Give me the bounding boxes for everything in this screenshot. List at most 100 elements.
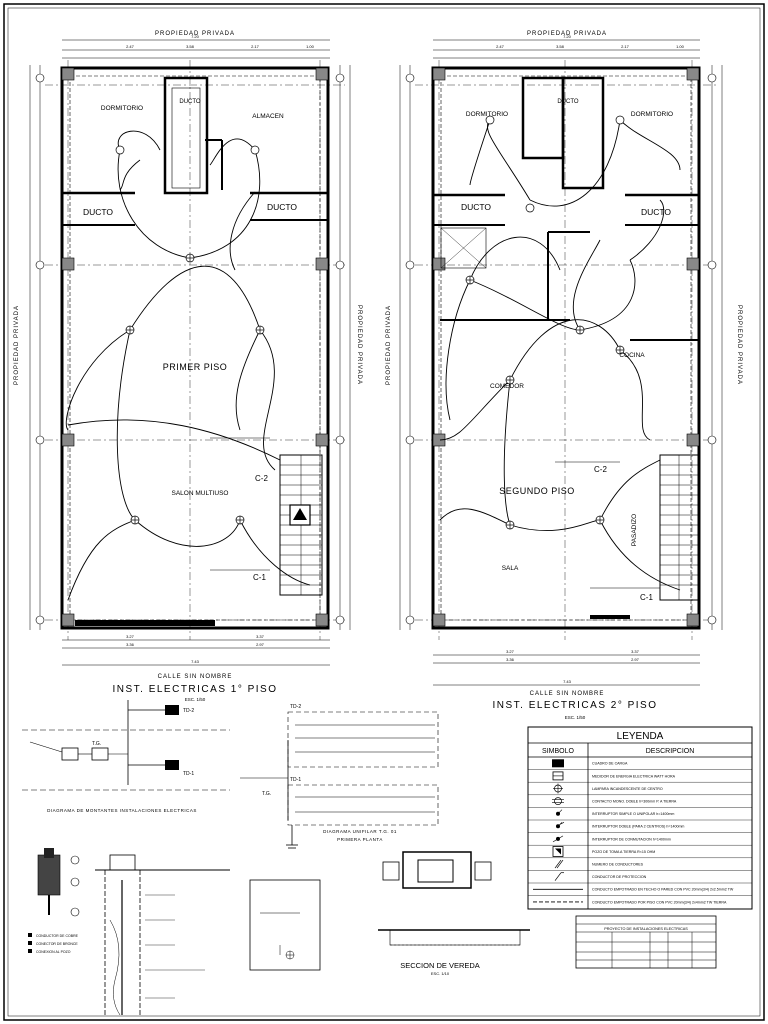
plan2-room-pasadizo: PASADIZO xyxy=(631,514,638,546)
plan2-floor-label: SEGUNDO PISO xyxy=(499,486,575,496)
plan2-dim-bottom-4: 7.43 xyxy=(563,679,572,684)
legend-description: INTERRUPTOR SIMPLE O UNIPOLAR h=1400mm xyxy=(592,812,674,816)
legend-description: INTERRUPTOR DOBLE (PARA 2 CENTROS) h=140… xyxy=(592,825,684,829)
pozo-legend-1: CONECTOR DE BRONCE xyxy=(36,942,78,946)
plan1-dim-top-2: 3.58 xyxy=(186,44,195,49)
plan2-scale: ESC. 1/50 xyxy=(565,715,586,720)
legend-symbol-switch-c-icon xyxy=(552,835,564,843)
montantes-title: DIAGRAMA DE MONTANTES INSTALACIONES ELEC… xyxy=(47,808,197,813)
plan2-room-comedor: COMEDOR xyxy=(490,383,524,390)
leyenda-title: LEYENDA xyxy=(617,731,664,742)
plan1-circuit-c2: C-2 xyxy=(255,474,268,483)
plan2-circuit-c1: C-1 xyxy=(640,593,653,602)
montantes-diagram: TD-2 TD-1 T.G. DIAGRAMA DE MONTANTES INS… xyxy=(22,700,230,813)
plan1-floor-label: PRIMER PISO xyxy=(163,362,228,372)
plan1-dim-bottom-2: 3.37 xyxy=(256,634,265,639)
legend-symbol-ground-icon xyxy=(552,846,564,857)
legend-description: CUADRO DE CARGA xyxy=(592,762,628,766)
plan1-dim-top-3: 2.17 xyxy=(251,44,260,49)
plan2-dim-top-1: 2.47 xyxy=(496,44,505,49)
legend-description: INTERRUPTOR DE CONMUTACION h=1400mm xyxy=(592,837,671,841)
title-block: PROYECTO DE INSTALACIONES ELECTRICAS xyxy=(575,915,717,969)
plan2-dim-bottom-3: 2.97 xyxy=(631,657,640,662)
unifilar-td2: TD-2 xyxy=(290,704,301,710)
plan2-room-ducto-center: DUCTO xyxy=(557,99,579,105)
plan2-dim-bottom-2: 3.37 xyxy=(631,649,640,654)
plan1-dim-top-0: 7.20 xyxy=(191,34,200,39)
plan2-top-label: PROPIEDAD PRIVADA xyxy=(527,31,607,37)
plan1-room-dormitorio: DORMITORIO xyxy=(101,105,143,112)
legend-description: CONDUCTO EMPOTRADO EN TECHO O PARED CON … xyxy=(592,888,734,892)
legend-symbol-switch-d-icon xyxy=(556,822,565,829)
legend-description: MEDIDOR DE ENERGIA ELECTRICA WATT HORA xyxy=(592,774,676,778)
caja-detail xyxy=(382,851,492,889)
legend-description: CONDUCTOR DE PROTECCION xyxy=(592,875,647,879)
vereda-title: SECCION DE VEREDA xyxy=(400,961,480,970)
unifilar-diagram: TD-2 TD-1 T.G. DIAGRAMA UNIFILAR T.G. 01… xyxy=(240,704,439,849)
plan1-scale: ESC. 1/50 xyxy=(185,697,206,702)
plan1-room-ducto-right: DUCTO xyxy=(267,202,297,212)
plan2-dim-bottom-0: 3.27 xyxy=(506,649,515,654)
plan2-room-cocina: COCINA xyxy=(619,352,645,359)
legend-description: POZO DE TOMA A TIERRA R<15 OHM xyxy=(592,850,655,854)
montantes-tg: T.G. xyxy=(92,741,101,747)
plan2-room-ducto-left: DUCTO xyxy=(461,202,491,212)
plan1-right-label: PROPIEDAD PRIVADA xyxy=(356,305,362,385)
plan2-street: CALLE SIN NOMBRE xyxy=(530,691,605,697)
plan2-dim-bottom-1: 3.36 xyxy=(506,657,515,662)
plan1-dim-top-4: 1.00 xyxy=(306,44,315,49)
montantes-td1: TD-1 xyxy=(183,771,194,777)
plan-second-floor: PROPIEDAD PRIVADA 7.20 2.47 3.58 2.17 1.… xyxy=(386,31,742,720)
plan2-room-dormitorio-left: DORMITORIO xyxy=(466,111,508,118)
legend-symbol-meter-icon xyxy=(552,771,564,781)
legend-symbol-meter-box-icon xyxy=(552,759,564,768)
plan-first-floor: PROPIEDAD PRIVADA 7.20 2.47 3.58 2.17 1.… xyxy=(14,31,362,702)
vereda-section: SECCION DE VEREDA ESC. 1/10 xyxy=(378,929,530,976)
pozo-legend-0: CONDUCTOR DE COBRE xyxy=(36,934,79,938)
legend-symbol-lamp-icon xyxy=(553,783,563,794)
unifilar-tg: T.G. xyxy=(262,791,271,797)
legend-description: CONDUCTO EMPOTRADO POR PISO CON PVC 20mm… xyxy=(592,900,727,904)
plan1-dim-bottom-1: 3.36 xyxy=(126,642,135,647)
plan1-room-almacen: ALMACEN xyxy=(252,113,284,120)
pozo-legend-2: CONEXION AL POZO xyxy=(36,950,71,954)
title-block-heading: PROYECTO DE INSTALACIONES ELECTRICAS xyxy=(604,927,688,931)
unifilar-subtitle: PRIMERA PLANTA xyxy=(337,837,383,842)
plan1-street: CALLE SIN NOMBRE xyxy=(158,674,233,680)
leyenda-rows: CUADRO DE CARGA MEDIDOR DE ENERGIA ELECTR… xyxy=(528,759,752,904)
vereda-scale: ESC. 1/10 xyxy=(431,971,450,976)
leyenda-col-desc: DESCRIPCION xyxy=(646,748,695,755)
plan1-dim-bottom-3: 2.97 xyxy=(256,642,265,647)
unifilar-td1: TD-1 xyxy=(290,777,301,783)
plan1-room-salon: SALON MULTIUSO xyxy=(172,490,229,497)
leyenda-table: LEYENDA SIMBOLO DESCRIPCION CUADRO DE CA… xyxy=(527,726,753,910)
leyenda-col-symbol: SIMBOLO xyxy=(542,748,574,755)
plan1-dim-bottom-0: 3.27 xyxy=(126,634,135,639)
plan1-dim-bottom-4: 7.43 xyxy=(191,659,200,664)
plan1-room-ducto-center: DUCTO xyxy=(179,99,201,105)
plan2-dim-top-2: 3.58 xyxy=(556,44,565,49)
plan2-dim-top-0: 7.20 xyxy=(563,34,572,39)
legend-symbol-switch-s-icon xyxy=(556,809,563,816)
plan1-top-label: PROPIEDAD PRIVADA xyxy=(155,31,235,37)
legend-description: LAMPARA INCANDESCENTE DE CENTRO xyxy=(592,787,663,791)
plan2-title: INST. ELECTRICAS 2° PISO xyxy=(492,700,657,711)
switch-detail-box xyxy=(249,879,321,971)
plan1-title: INST. ELECTRICAS 1° PISO xyxy=(112,684,277,695)
plan2-room-dormitorio-right: DORMITORIO xyxy=(631,111,673,118)
plan2-circuit-c2: C-2 xyxy=(594,465,607,474)
plan1-dim-top-1: 2.47 xyxy=(126,44,135,49)
plan2-dim-top-4: 1.00 xyxy=(676,44,685,49)
montantes-td2: TD-2 xyxy=(183,708,194,714)
plan2-dim-top-3: 2.17 xyxy=(621,44,630,49)
legend-symbol-protection-icon xyxy=(554,872,564,881)
legend-description: CONTACTO MONO. DOBLE h=300mm P. A TIERRA xyxy=(592,800,677,804)
plan2-right-label: PROPIEDAD PRIVADA xyxy=(736,305,742,385)
plan2-room-ducto-right: DUCTO xyxy=(641,207,671,217)
plan2-left-label: PROPIEDAD PRIVADA xyxy=(386,305,392,385)
pozo-tierra-detail: CONDUCTOR DE COBRE CONECTOR DE BRONCE CO… xyxy=(28,848,230,1016)
legend-symbol-conductors-icon xyxy=(554,859,564,869)
plan2-room-sala: SALA xyxy=(502,565,519,572)
legend-description: NUMERO DE CONDUCTORES xyxy=(592,863,644,867)
